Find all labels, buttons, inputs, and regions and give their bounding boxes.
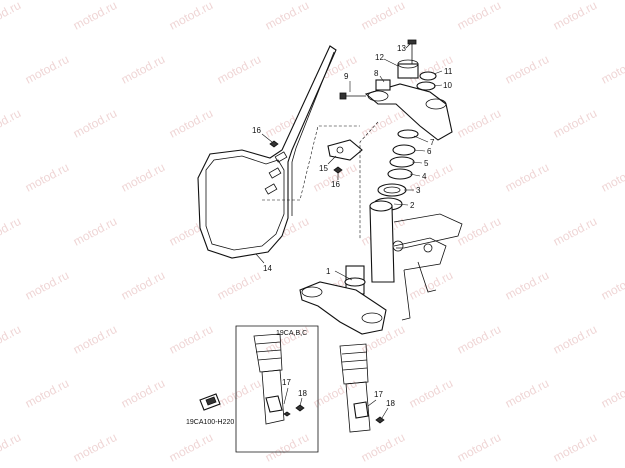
watermark-text: motod.ru xyxy=(0,214,23,249)
callout-12: 12 xyxy=(375,53,384,62)
watermark-text: motod.ru xyxy=(167,322,215,357)
callout-14: 14 xyxy=(263,264,272,273)
under-bracket xyxy=(299,265,387,335)
watermark-text: motod.ru xyxy=(71,214,119,249)
watermark-text: motod.ru xyxy=(71,106,119,141)
callout-10: 10 xyxy=(443,81,452,90)
watermark-text: motod.ru xyxy=(0,0,23,33)
watermark-text: motod.ru xyxy=(599,160,625,195)
watermark-text: motod.ru xyxy=(359,430,407,465)
watermark-text: motod.ru xyxy=(119,268,167,303)
watermark-text: motod.ru xyxy=(71,0,119,33)
plate-bracket xyxy=(269,139,363,174)
watermark-text: motod.ru xyxy=(23,160,71,195)
watermark-text: motod.ru xyxy=(0,322,23,357)
leader-lines xyxy=(255,43,443,419)
frame-head xyxy=(369,200,463,321)
watermark-text: motod.ru xyxy=(215,376,263,411)
watermark-text: motod.ru xyxy=(167,0,215,33)
callout-17-inset: 17 xyxy=(282,378,291,387)
callout-16-lower: 16 xyxy=(331,180,340,189)
watermark-text: motod.ru xyxy=(599,268,625,303)
watermark-text: motod.ru xyxy=(359,0,407,33)
callout-labels: 1 2 3 4 5 6 7 8 9 10 11 12 13 14 15 16 1… xyxy=(186,44,453,426)
watermark-text: motod.ru xyxy=(599,52,625,87)
watermark-text: motod.ru xyxy=(551,0,599,33)
callout-4: 4 xyxy=(422,172,427,181)
watermark-text: motod.ru xyxy=(167,106,215,141)
inset-title: 19CA,B,C xyxy=(276,330,307,337)
callout-8: 8 xyxy=(374,69,379,78)
watermark-text: motod.ru xyxy=(167,430,215,465)
callout-2: 2 xyxy=(410,201,415,210)
callout-6: 6 xyxy=(427,147,432,156)
callout-17-right: 17 xyxy=(374,390,383,399)
callout-11: 11 xyxy=(444,67,453,76)
watermark-text: motod.ru xyxy=(0,430,23,465)
watermark-text: motod.ru xyxy=(407,268,455,303)
callout-5: 5 xyxy=(424,159,429,168)
callout-18-inset: 18 xyxy=(298,389,307,398)
watermark-text: motod.ru xyxy=(215,52,263,87)
watermark-text: motod.ru xyxy=(503,376,551,411)
watermark-text: motod.ru xyxy=(119,52,167,87)
watermark-text: motod.ru xyxy=(407,160,455,195)
watermark-text: motod.ru xyxy=(0,106,23,141)
callout-13: 13 xyxy=(397,44,406,53)
right-fork xyxy=(339,343,385,433)
watermark-text: motod.ru xyxy=(503,52,551,87)
callout-3: 3 xyxy=(416,186,421,195)
watermark-text: motod.ru xyxy=(23,268,71,303)
watermark-text: motod.ru xyxy=(455,214,503,249)
watermark-text: motod.ru xyxy=(119,160,167,195)
callout-18-right: 18 xyxy=(386,399,395,408)
watermark-text: motod.ru xyxy=(23,376,71,411)
number-plate xyxy=(197,45,360,259)
watermark-text: motod.ru xyxy=(551,214,599,249)
callout-1: 1 xyxy=(326,267,331,276)
callout-16-upper: 16 xyxy=(252,126,261,135)
watermark-text: motod.ru xyxy=(215,268,263,303)
watermark-text: motod.ru xyxy=(551,430,599,465)
callout-15: 15 xyxy=(319,164,328,173)
watermark-text: motod.ru xyxy=(119,376,167,411)
watermark-text: motod.ru xyxy=(71,322,119,357)
watermark-text: motod.ru xyxy=(455,430,503,465)
watermark-text: motod.ru xyxy=(455,0,503,33)
callout-7: 7 xyxy=(430,138,435,147)
callout-9: 9 xyxy=(344,72,349,81)
watermark-text: motod.ru xyxy=(263,430,311,465)
watermark-text: motod.ru xyxy=(23,52,71,87)
watermark-text: motod.ru xyxy=(263,322,311,357)
watermark-text: motod.ru xyxy=(455,322,503,357)
reference-part xyxy=(199,393,221,411)
watermark-text: motod.ru xyxy=(263,0,311,33)
watermark-text: motod.ru xyxy=(551,106,599,141)
watermark-text: motod.ru xyxy=(71,430,119,465)
watermark-text: motod.ru xyxy=(599,376,625,411)
watermark-text: motod.ru xyxy=(503,160,551,195)
inset-box xyxy=(235,325,319,453)
watermark-text: motod.ru xyxy=(551,322,599,357)
watermark-text: motod.ru xyxy=(455,106,503,141)
upper-bracket xyxy=(339,39,453,141)
watermark-text: motod.ru xyxy=(503,268,551,303)
drawing-code: 19CA100-H220 xyxy=(186,419,234,426)
watermark-text: motod.ru xyxy=(407,376,455,411)
